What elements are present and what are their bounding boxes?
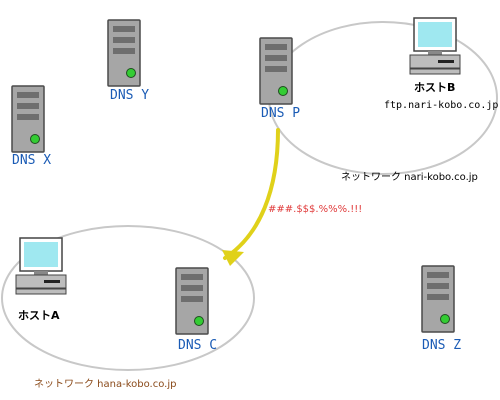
host-b-fqdn: ftp.nari-kobo.co.jp [384,100,498,111]
dns-x-label: DNS X [12,153,51,168]
dns-z-label: DNS Z [422,338,461,353]
dns-y-label: DNS Y [110,88,149,103]
host-b-label: ホストB [414,81,455,94]
host-a-computer-icon[interactable] [15,237,67,295]
dns-c-server-icon[interactable] [175,267,209,335]
dns-z-server-icon[interactable] [421,265,455,333]
network-a-ellipse [1,225,255,371]
network-b-ellipse [268,21,498,175]
host-b-computer-icon[interactable] [409,17,461,75]
host-a-label: ホストA [18,309,60,322]
network-b-label: ネットワーク nari-kobo.co.jp [341,171,478,183]
query-arrow-head [222,250,244,266]
dns-p-server-icon[interactable] [259,37,293,105]
dns-x-server-icon[interactable] [11,85,45,153]
dns-p-label: DNS P [261,106,300,121]
network-a-label: ネットワーク hana-kobo.co.jp [34,378,177,390]
dns-y-server-icon[interactable] [107,19,141,87]
query-arrow [223,128,280,260]
arrow-text: ###.$$$.%%%.!!! [268,204,362,215]
dns-c-label: DNS C [178,338,217,353]
